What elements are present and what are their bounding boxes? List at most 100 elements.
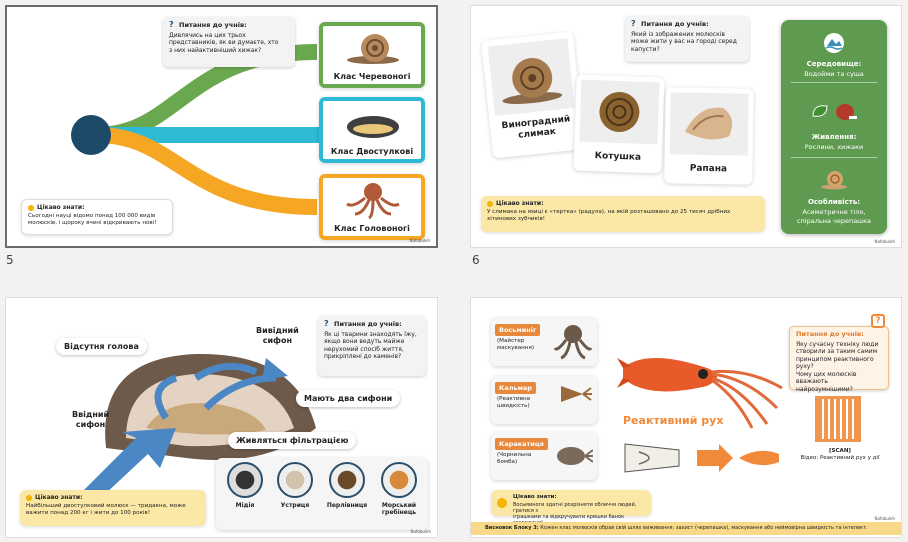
- env-title: Середовище:: [806, 60, 862, 68]
- snail-icon: [502, 57, 563, 104]
- ramshorn-snail-icon: [599, 92, 640, 133]
- species-card-rapana[interactable]: Рапана: [664, 87, 754, 185]
- slide-7-thumbnail[interactable]: Відсутня голова Вивідний сифон Ввідний с…: [5, 297, 438, 538]
- question-text: прикріплені до каменів?: [324, 353, 402, 360]
- slide-8-thumbnail[interactable]: Восьминіг (Майстер маскування) Кальмар (…: [470, 297, 902, 538]
- question-title: Питання до учнів:: [334, 320, 402, 328]
- label-line: Ввідний: [72, 410, 110, 419]
- question-title: Питання до учнів:: [179, 21, 247, 29]
- question-box: Питання до учнів: Яку сучасну техніку лю…: [789, 326, 889, 393]
- rapana-shell-icon: [685, 107, 733, 140]
- species-card-squid[interactable]: Кальмар (Реактивна швидкість): [491, 376, 597, 424]
- octopus-icon: [346, 183, 400, 220]
- lightbulb-icon: [26, 494, 32, 501]
- qr-code[interactable]: [815, 396, 861, 442]
- species-item-scallop[interactable]: Морський гребінець: [374, 462, 424, 516]
- snail-icon: [347, 34, 399, 64]
- label-inhalant-siphon: Ввідний сифон: [72, 410, 109, 430]
- fact-box: Цікаво знати: Восьминоги здатні розрізня…: [491, 490, 651, 526]
- species-item-mussel[interactable]: Мідія: [222, 462, 268, 509]
- class-label: Клас Двостулкові: [330, 147, 414, 156]
- feature-title: Особливість:: [807, 198, 861, 206]
- scallop-photo: [381, 462, 417, 498]
- brand-logo: Nafobuleh: [410, 529, 431, 534]
- fact-text: Сьогодні науці відомо понад 100 000 виді…: [28, 213, 156, 219]
- jet-propulsion-diagram: [624, 443, 779, 473]
- species-item-oyster[interactable]: Устриця: [272, 462, 318, 509]
- fact-title: Цікаво знати:: [35, 494, 83, 501]
- slide-5-thumbnail[interactable]: ?Питання до учнів: Дивлячись на цих трьо…: [5, 5, 438, 248]
- water-mountain-icon: [824, 33, 844, 53]
- label-filter-feeding: Живляться фільтрацією: [228, 432, 357, 449]
- species-strip: Мідія Устриця Перлівниця Морський гребін…: [216, 458, 428, 530]
- slide-number: 6: [472, 253, 480, 267]
- class-card-gastropods[interactable]: Клас Черевоногі: [319, 22, 425, 88]
- species-desc: (Майстер маскування): [497, 338, 534, 352]
- species-desc: (Реактивна швидкість): [497, 396, 530, 410]
- feature-value: Асиметричне тіло,: [802, 208, 866, 216]
- desc-line: (Чорнильна: [497, 452, 532, 458]
- question-box: ?Питання до учнів: Дивлячись на цих трьо…: [163, 17, 295, 67]
- question-text: може жити у вас на городі серед: [631, 38, 737, 45]
- desc-line: швидкість): [497, 403, 530, 409]
- feature-value: спіральна черепашка: [796, 217, 872, 225]
- label-line: сифон: [75, 420, 106, 429]
- fact-text: хітинових зубчиків!: [487, 216, 546, 222]
- label-no-head: Відсутня голова: [56, 338, 147, 355]
- species-label: Котушка: [594, 151, 642, 163]
- conclusion-text: Кожен клас молюсків обрав свій шлях вижи…: [540, 525, 868, 531]
- fact-title: Цікаво знати:: [37, 204, 85, 211]
- question-icon: ?: [169, 20, 174, 29]
- species-label: Виноградний слимак: [490, 113, 584, 144]
- species-label: Перлівниця: [326, 502, 368, 509]
- fact-title: Цікаво знати:: [513, 494, 557, 500]
- species-card-coil[interactable]: Котушка: [573, 74, 665, 174]
- fact-text: Найбільший двостулковий молюск — тридакн…: [26, 503, 186, 509]
- mussel-icon: [347, 116, 399, 138]
- class-card-cephalopods[interactable]: Клас Головоногі: [319, 174, 425, 240]
- question-text: принципом реактивного руху?: [796, 355, 874, 371]
- species-label: Рапана: [689, 163, 728, 175]
- question-text: Чому цих молюсків вважають: [796, 370, 857, 386]
- species-label: Устриця: [280, 502, 310, 509]
- qr-caption-line: Відео: Реактивний рух у дії: [800, 455, 880, 461]
- label-line: Вивідний: [256, 326, 299, 335]
- question-text: Як ці тварини знаходять їжу,: [324, 330, 417, 338]
- fact-box: Цікаво знати: Найбільший двостулковий мо…: [20, 490, 206, 526]
- species-card-cuttlefish[interactable]: Каракатиця (Чорнильна бомба): [491, 432, 597, 480]
- hub-circle: [71, 115, 111, 155]
- question-text: з них найактивніший хижак?: [169, 46, 262, 54]
- qr-caption: [SCAN] Відео: Реактивний рух у дії: [795, 448, 885, 462]
- class-card-bivalves[interactable]: Клас Двостулкові: [319, 97, 425, 163]
- species-card-octopus[interactable]: Восьминіг (Майстер маскування): [491, 318, 597, 366]
- question-title: Питання до учнів:: [641, 20, 709, 28]
- species-tag: Каракатиця: [495, 438, 548, 450]
- question-text: якщо вони ведуть майже: [324, 338, 405, 345]
- env-value: Водойми та суша: [804, 70, 864, 78]
- divider: [791, 157, 877, 158]
- fact-box: Цікаво знати: У слимака на язиці є «терт…: [481, 196, 765, 232]
- slide-6-thumbnail[interactable]: ?Питання до учнів: Який із зображених мо…: [470, 5, 902, 248]
- fact-text: У слимака на язиці є «тертка» (радула), …: [487, 209, 731, 215]
- label-line: сифон: [262, 336, 293, 345]
- squid-illustration: [617, 358, 783, 429]
- question-text: капусти?: [631, 45, 660, 53]
- label-two-siphons: Мають два сифони: [296, 390, 401, 407]
- qr-caption-line: [SCAN]: [829, 448, 851, 454]
- brand-logo: Nafobuleh: [874, 239, 895, 244]
- species-label: Морський гребінець: [381, 502, 417, 516]
- fact-text: молюсків, і щороку вчені відкривають нов…: [28, 220, 157, 226]
- oyster-photo: [277, 462, 313, 498]
- fact-text: Восьминоги здатні розрізняти обличчя люд…: [513, 502, 637, 514]
- species-card-snail[interactable]: Виноградний слимак: [481, 31, 585, 159]
- branch-orange: [96, 127, 318, 215]
- desc-line: (Майстер: [497, 338, 525, 344]
- lightbulb-icon: [487, 200, 493, 207]
- species-tag: Восьминіг: [495, 324, 541, 336]
- species-item-pearl-mussel[interactable]: Перлівниця: [322, 462, 372, 509]
- octopus-icon: [553, 325, 593, 360]
- question-text: Який із зображених молюсків: [631, 30, 725, 38]
- question-text: створили за таким самим: [796, 348, 878, 355]
- leaf-meat-icon: [812, 104, 857, 120]
- class-label: Клас Головоногі: [334, 224, 410, 233]
